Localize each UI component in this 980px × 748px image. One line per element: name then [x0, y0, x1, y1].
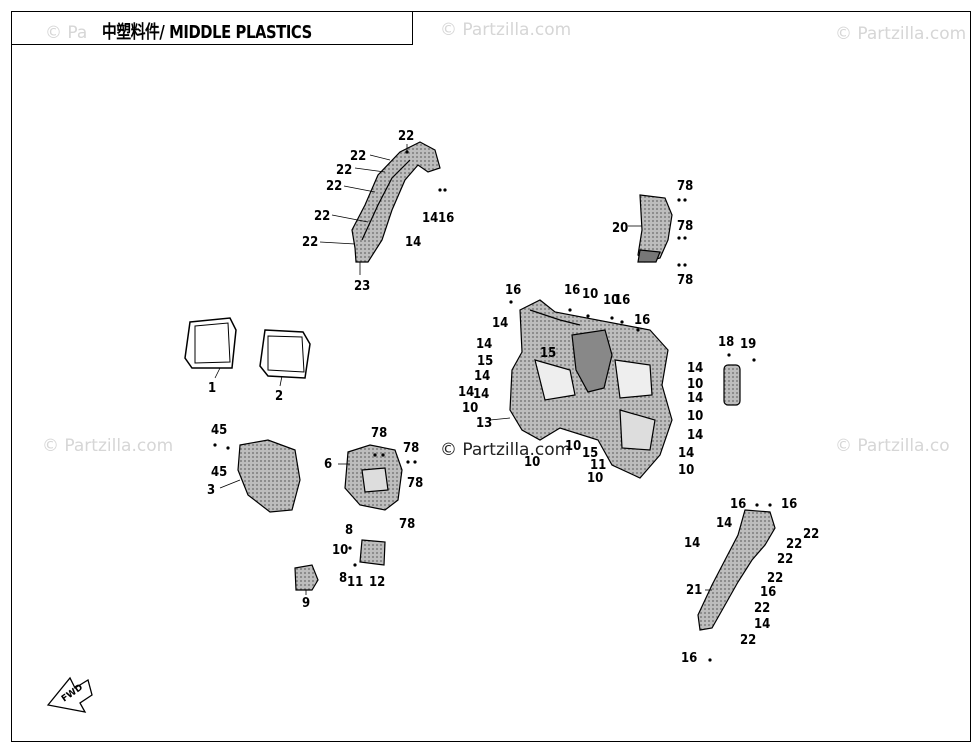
callout-label: 9 — [302, 596, 310, 611]
callout-label: 16 — [634, 313, 650, 328]
callout-label: 22 — [777, 552, 793, 567]
callout-label: 45 — [211, 423, 227, 438]
callout-label: 16 — [614, 293, 630, 308]
callout-label: 14 — [754, 617, 770, 632]
callout-label: 22 — [326, 179, 342, 194]
callout-label: 16 — [505, 283, 521, 298]
callout-label: 10 — [587, 471, 603, 486]
callout-label: 10 — [462, 401, 478, 416]
callout-label: 14 — [687, 361, 703, 376]
callout-label: 22 — [350, 149, 366, 164]
callout-label: 11 — [347, 575, 363, 590]
fwd-arrow-icon: FWD — [46, 676, 93, 713]
callout-label: 22 — [398, 129, 414, 144]
callout-label: 14 — [458, 385, 474, 400]
watermark: © Partzilla.com — [42, 436, 174, 456]
callout-label: 3 — [207, 483, 215, 498]
part-6 — [344, 444, 403, 511]
callout-label: 15 — [582, 446, 598, 461]
callout-label: 10 — [524, 455, 540, 470]
callout-label: 16 — [564, 283, 580, 298]
callout-label: 78 — [407, 476, 423, 491]
callout-label: 22 — [302, 235, 318, 250]
callout-label: 78 — [677, 273, 693, 288]
page-title: 中塑料件/ MIDDLE PLASTICS — [102, 22, 312, 43]
callout-label: 2 — [275, 389, 283, 404]
part-20 — [637, 194, 673, 263]
watermark: © Partzilla.com — [835, 24, 967, 44]
callout-label: 22 — [754, 601, 770, 616]
leader-lines — [214, 144, 712, 595]
callout-label: 10 — [687, 377, 703, 392]
callout-label: 45 — [211, 465, 227, 480]
callout-label: 22 — [786, 537, 802, 552]
part-dashboard — [509, 299, 673, 479]
callout-label: 22 — [740, 633, 756, 648]
callout-label: 14 — [405, 235, 421, 250]
callout-label: 11 — [590, 458, 606, 473]
fastener-dots — [213, 150, 772, 662]
callout-label: 14 — [687, 391, 703, 406]
callout-label: 18 — [718, 335, 734, 350]
callout-label: 16 — [781, 497, 797, 512]
callout-label: 16 — [730, 497, 746, 512]
callout-label: 14 — [492, 316, 508, 331]
part-12 — [359, 539, 386, 566]
callout-label: 16 — [760, 585, 776, 600]
callout-label: 21 — [686, 583, 702, 598]
callout-label: 20 — [612, 221, 628, 236]
callout-label: 10 — [687, 409, 703, 424]
callout-label: 78 — [399, 517, 415, 532]
callout-label: 78 — [677, 179, 693, 194]
callout-label: 14 — [678, 446, 694, 461]
callout-label: 23 — [354, 279, 370, 294]
part-21 — [697, 509, 776, 631]
callout-label: 12 — [369, 575, 385, 590]
callout-label: 78 — [677, 219, 693, 234]
callout-label: 22 — [767, 571, 783, 586]
callout-label: 6 — [324, 457, 332, 472]
part-9 — [294, 564, 319, 591]
callout-label: 16 — [438, 211, 454, 226]
callout-label: 8 — [345, 523, 353, 538]
part-3 — [237, 439, 301, 513]
callout-label: 1 — [208, 381, 216, 396]
title-box: 中塑料件/ MIDDLE PLASTICS — [11, 11, 413, 45]
callout-label: 14 — [716, 516, 732, 531]
callout-label: 19 — [740, 337, 756, 352]
callout-label: 14 — [687, 428, 703, 443]
part-18 — [723, 364, 741, 406]
callout-label: 10 — [678, 463, 694, 478]
callout-label: 22 — [803, 527, 819, 542]
watermark-center: © Partzilla.com — [440, 440, 572, 460]
callout-label: 13 — [476, 416, 492, 431]
diagram-frame — [11, 11, 971, 742]
callout-label: 14 — [684, 536, 700, 551]
callout-label: 10 — [332, 543, 348, 558]
callout-label: 22 — [336, 163, 352, 178]
part-2 — [259, 329, 311, 379]
watermark: © Partzilla.co — [835, 436, 950, 456]
callout-label: 22 — [314, 209, 330, 224]
part-1 — [184, 317, 237, 369]
callout-label: 16 — [681, 651, 697, 666]
callout-label: 15 — [540, 346, 556, 361]
callout-label: 14 — [474, 369, 490, 384]
callout-label: 78 — [403, 441, 419, 456]
callout-label: 10 — [582, 287, 598, 302]
watermark: © Pa — [45, 23, 88, 43]
part-upper-trim — [351, 141, 441, 263]
callout-label: 10 — [603, 293, 619, 308]
callout-label: 14 — [422, 211, 438, 226]
callout-label: 8 — [339, 571, 347, 586]
callout-label: 78 — [371, 426, 387, 441]
callout-label: 14 — [476, 337, 492, 352]
callout-label: 10 — [565, 439, 581, 454]
callout-label: 14 — [473, 387, 489, 402]
callout-label: 15 — [477, 354, 493, 369]
watermark: © Partzilla.com — [440, 20, 572, 40]
